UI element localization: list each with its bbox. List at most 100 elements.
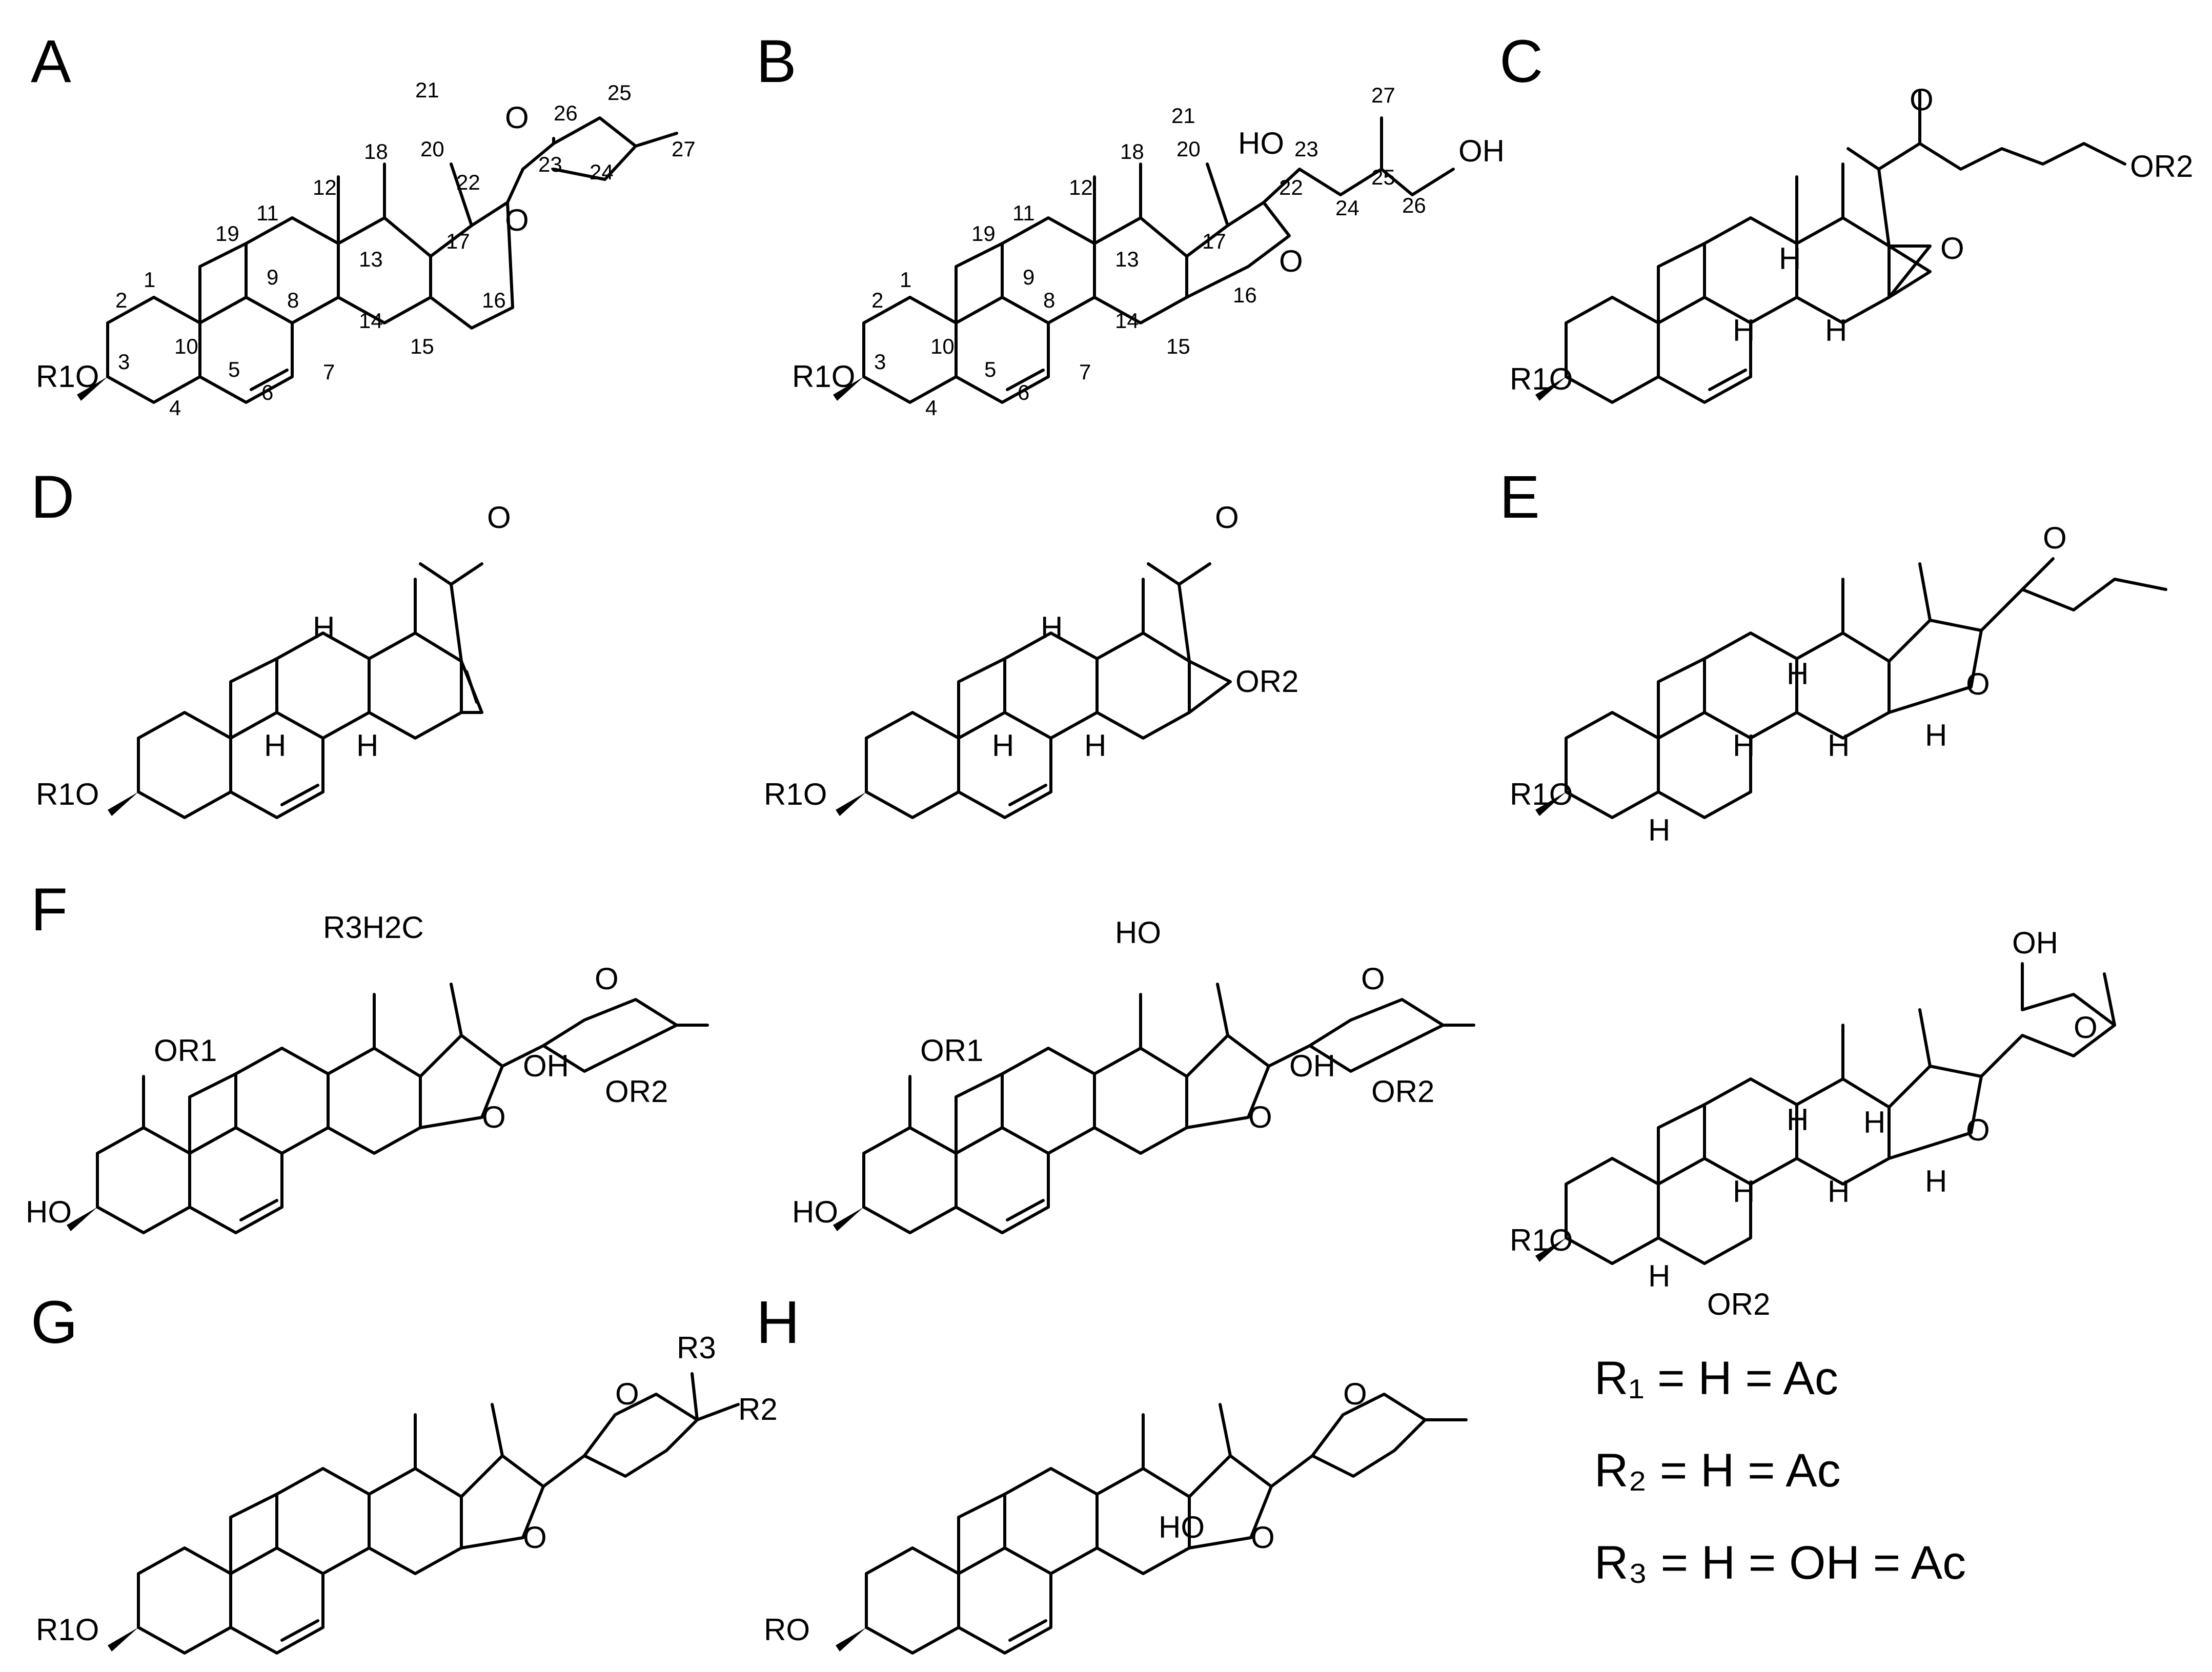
r3h2c-f-1: R3H2C [323, 910, 424, 945]
structure-a: R1O O O 3 10 5 6 7 8 9 1 2 4 19 11 12 13… [36, 78, 696, 420]
legend-r2: R₂ = H = Ac [1594, 1444, 1841, 1497]
r1o-e: R1O [1510, 777, 1573, 811]
carbon-num-b: 26 [1402, 193, 1426, 217]
h-f-3-1: H [1787, 1103, 1809, 1137]
h-d-1-1: H [313, 610, 335, 645]
h-c-3: H [1825, 313, 1847, 348]
structure-c: R1O OR2 O O H H H [1510, 83, 2193, 404]
carbon-num-b: 9 [1023, 265, 1034, 289]
o-a-2: O [505, 203, 529, 237]
panel-label-d: D [31, 463, 74, 531]
o-g-1: O [615, 1377, 639, 1411]
carbon-num-a: 18 [364, 139, 388, 164]
carbon-num-b: 8 [1043, 288, 1055, 312]
carbon-num-a: 1 [144, 268, 155, 292]
ho-b: HO [1238, 126, 1284, 160]
carbon-num-b: 10 [930, 334, 955, 358]
carbon-num-b: 13 [1115, 247, 1139, 271]
legend-r3: R₃ = H = OH = Ac [1594, 1537, 1966, 1589]
h-c-2: H [1733, 313, 1755, 348]
carbon-num-a: 16 [482, 288, 506, 312]
structure-g: R1O R3 R2 O O [36, 1331, 778, 1655]
carbon-num-a: 25 [607, 80, 632, 105]
h-e-3: H [1828, 728, 1850, 763]
or2-d-2: OR2 [1235, 664, 1298, 699]
structure-e: R1O O O H H H H H [1510, 521, 2167, 847]
o-h-1: O [1343, 1377, 1367, 1411]
structure-d-2: R1O OR2 O H H H [764, 500, 1298, 819]
ro-h: RO [764, 1613, 810, 1647]
o-f-2-2: O [1248, 1100, 1272, 1134]
oh-b: OH [1458, 134, 1505, 168]
o-f-1-2: O [482, 1100, 506, 1134]
h-f-3-5: H [1648, 1259, 1670, 1293]
panel-label-a: A [31, 28, 71, 95]
h-f-3-4: H [1925, 1164, 1947, 1198]
o-g-2: O [523, 1520, 547, 1555]
h-e-2: H [1733, 728, 1755, 763]
carbon-num-b: 27 [1371, 83, 1395, 107]
carbon-num-b: 4 [925, 396, 937, 420]
r-group-legend: R₁ = H = Ac R₂ = H = Ac R₃ = H = OH = Ac [1594, 1352, 1966, 1589]
carbon-num-a: 12 [313, 175, 337, 199]
r1o-c: R1O [1510, 362, 1573, 396]
carbon-num-a: 23 [538, 152, 562, 176]
carbon-num-a: 17 [446, 229, 470, 253]
carbon-num-b: 20 [1176, 137, 1201, 161]
ho-f-2-top: HO [1115, 915, 1161, 950]
carbon-num-b: 16 [1233, 283, 1257, 307]
oh-f-2: OH [1289, 1049, 1335, 1083]
or2-f-1: OR2 [605, 1074, 668, 1109]
r3-g: R3 [677, 1331, 716, 1365]
o-a-1: O [505, 100, 529, 135]
or1-f-2: OR1 [920, 1033, 983, 1068]
o-f-3-2: O [1966, 1113, 1990, 1147]
carbon-num-a: 14 [359, 309, 383, 333]
carbon-num-a: 21 [415, 78, 439, 102]
carbon-num-a: 2 [115, 288, 127, 312]
carbon-num-b: 22 [1279, 175, 1303, 199]
o-e-1: O [2043, 521, 2067, 555]
carbon-num-b: 21 [1171, 104, 1195, 128]
r2-g: R2 [738, 1392, 778, 1426]
r1o-f-3: R1O [1510, 1223, 1573, 1257]
o-d-2: O [1215, 500, 1239, 535]
carbon-num-b: 5 [984, 357, 996, 381]
r1o-d-1: R1O [36, 777, 99, 811]
panel-label-g: G [31, 1289, 78, 1356]
carbon-num-a: 27 [672, 137, 696, 161]
carbon-num-a: 6 [261, 380, 273, 404]
carbon-num-a: 10 [174, 334, 198, 358]
legend-r1: R₁ = H = Ac [1594, 1352, 1838, 1404]
h-e-5: H [1648, 813, 1670, 847]
o-f-3-1: O [2074, 1010, 2098, 1045]
carbon-num-a: 8 [287, 288, 299, 312]
carbon-num-b: 7 [1079, 360, 1091, 384]
carbon-num-a: 20 [420, 137, 444, 161]
or2-f-2: OR2 [1371, 1074, 1434, 1109]
h-e-1: H [1787, 657, 1809, 691]
h-f-3-6: H [1863, 1105, 1885, 1139]
h-d-1-3: H [356, 728, 378, 763]
o-f-2-1: O [1361, 962, 1385, 996]
r1o-g: R1O [36, 1613, 99, 1647]
o-h-2: O [1251, 1520, 1275, 1555]
carbon-num-a: 13 [359, 247, 383, 271]
structure-d-1: R1O O H H H [36, 500, 511, 819]
o-e-2: O [1966, 667, 1990, 701]
r1o-a: R1O [36, 359, 99, 394]
carbon-num-b: 17 [1202, 229, 1226, 253]
h-f-3-3: H [1828, 1174, 1850, 1209]
carbon-num-a: 3 [118, 350, 130, 374]
or1-f-1: OR1 [154, 1033, 217, 1068]
carbon-num-b: 3 [874, 350, 886, 374]
carbon-num-b: 19 [971, 221, 996, 246]
carbon-num-b: 23 [1294, 137, 1318, 161]
oh-f-1: OH [523, 1049, 569, 1083]
o-c-2: O [1940, 231, 1964, 266]
o-f-1-1: O [595, 962, 619, 996]
h-d-2-1: H [1041, 610, 1063, 645]
h-e-4: H [1925, 718, 1947, 752]
carbon-num-a: 11 [256, 201, 279, 225]
h-d-2-2: H [992, 728, 1014, 763]
